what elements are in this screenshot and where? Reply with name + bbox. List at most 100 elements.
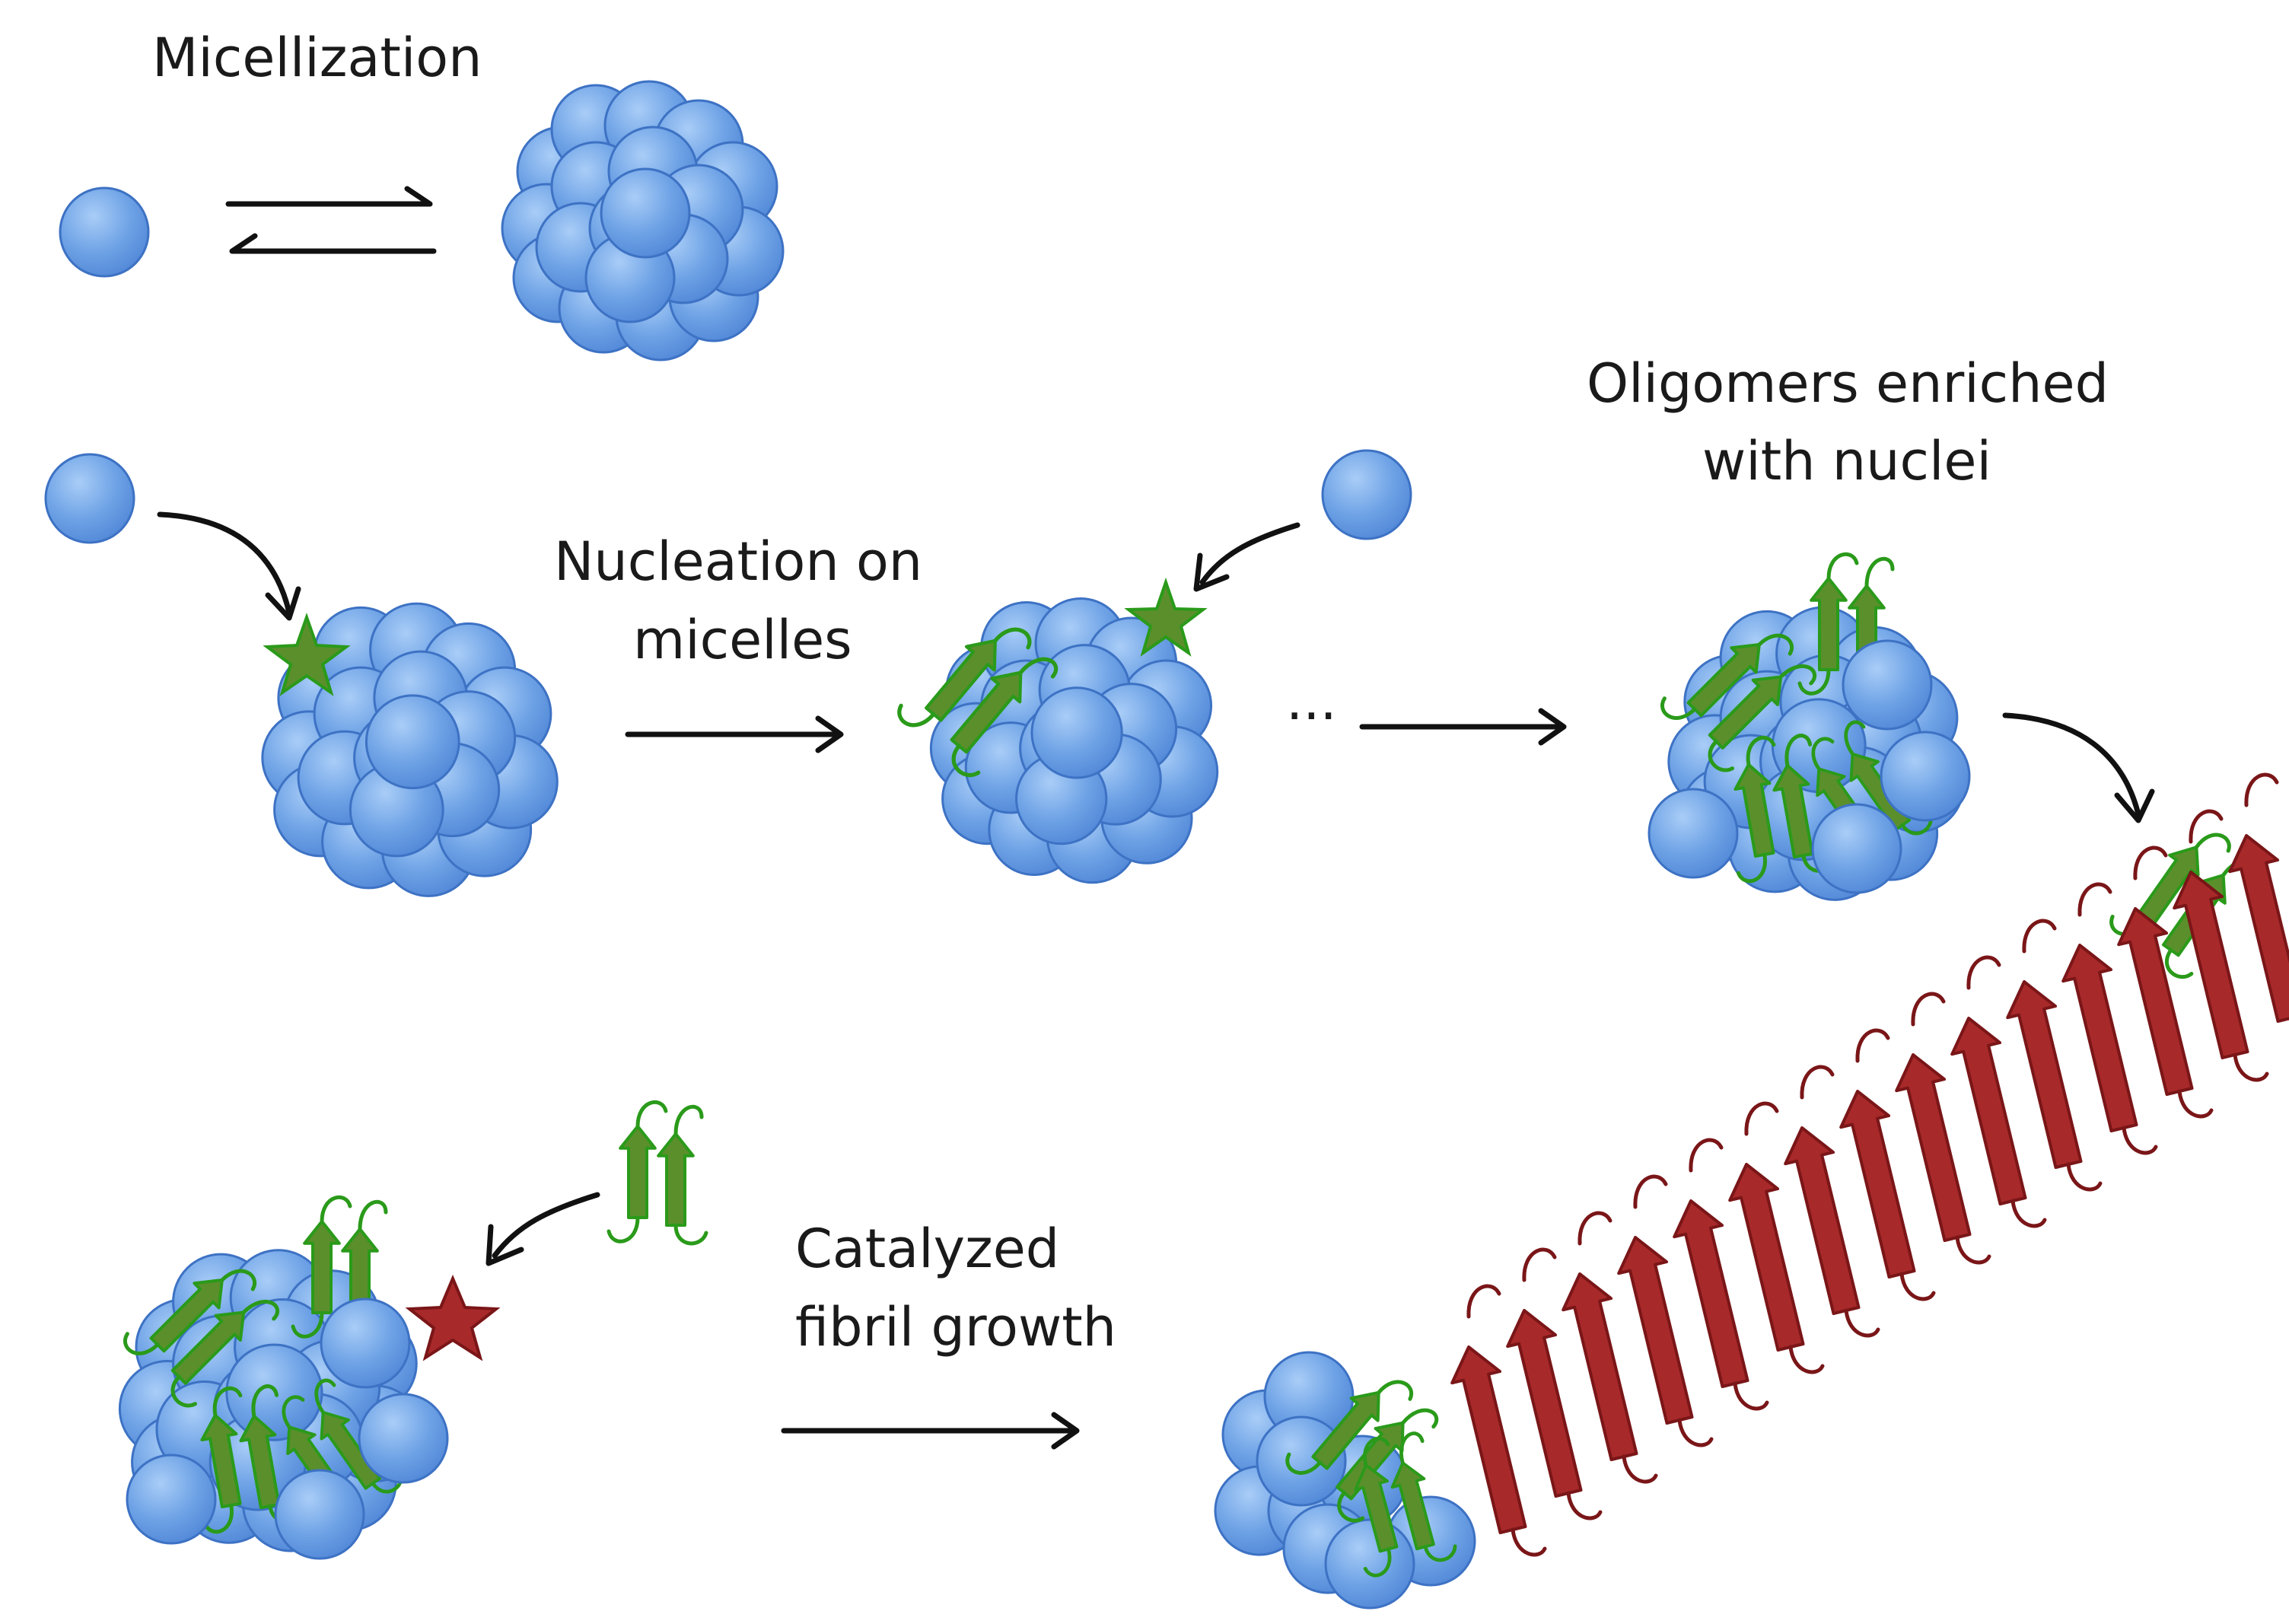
loop-segment <box>1377 1380 1414 1401</box>
fibril-strand <box>2117 845 2214 1119</box>
beta-strand <box>303 1220 341 1314</box>
beta-hairpin <box>200 1384 304 1534</box>
label-micellization: Micellization <box>152 27 482 89</box>
loop-segment <box>993 627 1032 650</box>
beta-strand <box>1450 1345 1527 1534</box>
beta-strand <box>925 638 997 722</box>
loop-segment <box>1797 667 1831 696</box>
loop-segment <box>1018 657 1059 679</box>
loop-segment <box>1855 1028 1890 1063</box>
beta-strand <box>1686 643 1761 718</box>
loop-segment <box>1778 664 1817 686</box>
nucleus-star-green <box>263 612 351 696</box>
incoming-beta-hairpin <box>606 1100 708 1246</box>
arrow-head <box>265 586 301 621</box>
loop-segment <box>1844 720 1866 756</box>
beta-strand <box>1810 577 1848 671</box>
beta-hairpin <box>1660 633 1817 772</box>
loop-segment <box>1285 1452 1323 1475</box>
beta-strand <box>657 1132 695 1227</box>
fibril-strand <box>2006 919 2103 1192</box>
loop-segment <box>1708 739 1735 772</box>
beta-strand <box>1950 1017 2027 1205</box>
beta-strand <box>2173 871 2249 1059</box>
fibril-strand <box>1839 1028 1936 1301</box>
loop-segment <box>2194 833 2231 853</box>
loop-segment <box>2189 809 2224 844</box>
label-oligomers-2: with nuclei <box>1702 430 1991 492</box>
straight-arrow <box>625 715 844 753</box>
loop-segment <box>251 1384 279 1419</box>
fibril-strand <box>2061 882 2158 1155</box>
loop-segment <box>1511 1527 1547 1557</box>
loop-segment <box>1577 1211 1612 1246</box>
loop-segment <box>358 1199 388 1231</box>
arrow-head <box>485 1224 524 1266</box>
micelle-sphere <box>274 1469 365 1560</box>
monomer-sphere <box>59 186 150 278</box>
beta-strand <box>1895 1053 1972 1242</box>
label-ellipsis: ··· <box>1286 685 1337 747</box>
loop-segment <box>291 1310 324 1339</box>
loop-segment <box>1399 1431 1425 1465</box>
beta-strand <box>1784 1126 1861 1315</box>
loop-segment <box>1622 1454 1658 1484</box>
loop-segment <box>1966 955 2001 990</box>
beta-strand <box>1506 1309 1583 1498</box>
loop-segment <box>2133 845 2168 880</box>
loop-segment <box>2244 772 2279 807</box>
micelle-sphere <box>1880 731 1971 822</box>
micelle-cluster <box>501 80 785 361</box>
nucleus-star-red <box>405 1274 501 1361</box>
micelle-sphere <box>358 1393 449 1484</box>
loop-segment <box>2066 1162 2103 1192</box>
beta-hairpin <box>897 627 1059 778</box>
micelle-sphere <box>1256 1415 1347 1507</box>
beta-strand <box>200 1413 242 1508</box>
loop-segment <box>951 744 981 778</box>
micelle-cluster <box>261 602 559 897</box>
fibril-strand <box>1728 1101 1825 1374</box>
beta-strand <box>1390 1461 1435 1551</box>
loop-segment <box>635 1100 668 1129</box>
loop-segment <box>2022 919 2057 954</box>
loop-segment <box>170 1374 198 1408</box>
oligomer-cluster <box>1648 552 1971 901</box>
beta-hairpin <box>606 1100 708 1246</box>
loop-segment <box>212 1386 243 1418</box>
beta-strand <box>950 670 1023 754</box>
beta-strand <box>1839 1090 1916 1279</box>
loop-segment <box>241 1300 280 1321</box>
loop-segment <box>282 1395 305 1429</box>
loop-segment <box>1522 1247 1557 1282</box>
amyloid-fibril <box>1450 772 2289 1557</box>
fibril-strand <box>1950 955 2047 1228</box>
micelle-sphere <box>600 167 691 259</box>
loop-segment <box>1733 1381 1769 1411</box>
loop-segment <box>1744 1101 1779 1136</box>
loop-segment <box>1689 1138 1724 1173</box>
beta-strand <box>149 1279 224 1353</box>
curved-arrow <box>157 511 292 616</box>
loop-segment <box>1899 1272 1936 1301</box>
loop-segment <box>673 1104 704 1136</box>
arrow-head <box>2114 788 2155 823</box>
loop-segment <box>1401 1408 1439 1429</box>
beta-strand <box>2228 834 2289 1023</box>
loop-segment <box>1826 552 1859 581</box>
loop-segment <box>1864 556 1895 588</box>
monomer-sphere <box>44 453 135 544</box>
loop-segment <box>606 1215 640 1243</box>
curved-arrow <box>1199 522 1300 585</box>
beta-strand <box>1354 1463 1399 1553</box>
beta-hairpin <box>123 1269 280 1408</box>
beta-strand <box>2135 845 2200 929</box>
loop-segment <box>1363 1436 1390 1467</box>
loop-segment <box>1746 735 1776 767</box>
beta-strand <box>239 1414 281 1510</box>
beta-hairpin <box>1733 734 1837 884</box>
loop-segment <box>1811 737 1835 771</box>
fibril-strand <box>1450 1284 1547 1557</box>
oligomer-cluster <box>118 1195 449 1560</box>
micelle-sphere <box>1811 803 1902 894</box>
